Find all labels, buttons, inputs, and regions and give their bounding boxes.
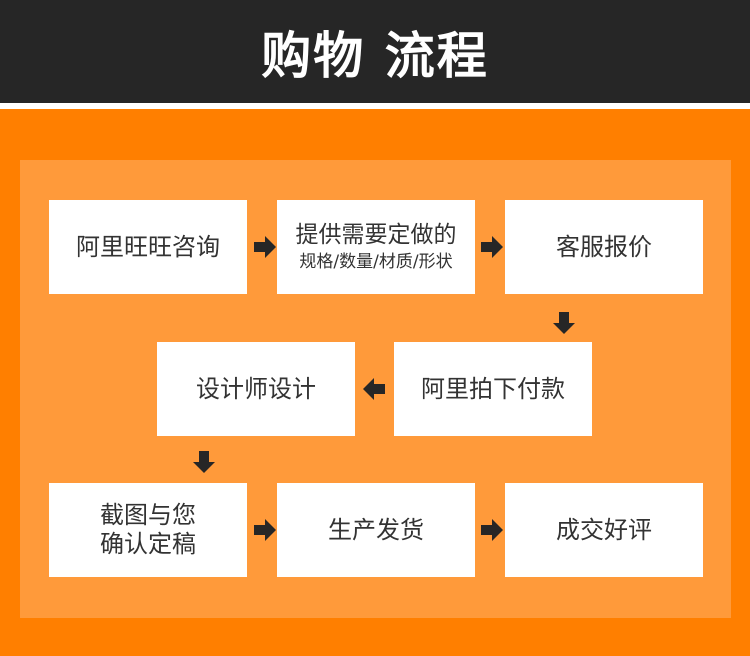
step-label-line2: 确认定稿 <box>100 530 196 558</box>
header-divider <box>0 103 750 109</box>
page-title: 购物 流程 <box>261 26 489 85</box>
page-header: 购物 流程 <box>0 0 750 103</box>
arrow-right-icon <box>254 519 276 541</box>
step-sublabel: 规格/数量/材质/形状 <box>299 251 453 272</box>
arrow-right-icon <box>481 236 503 258</box>
arrow-down-icon <box>193 451 215 473</box>
step-label: 成交好评 <box>556 515 652 544</box>
step-label: 阿里拍下付款 <box>421 374 565 403</box>
step-label: 客服报价 <box>556 232 652 261</box>
step-wangwang-consult: 阿里旺旺咨询 <box>49 200 247 294</box>
step-quote: 客服报价 <box>505 200 703 294</box>
step-designer: 设计师设计 <box>157 342 355 436</box>
step-label: 设计师设计 <box>196 374 316 403</box>
step-production-shipping: 生产发货 <box>277 483 475 577</box>
arrow-right-icon <box>481 519 503 541</box>
step-label: 生产发货 <box>328 515 424 544</box>
arrow-down-icon <box>553 312 575 334</box>
step-provide-specs: 提供需要定做的 规格/数量/材质/形状 <box>277 200 475 294</box>
step-label: 截图与您 <box>100 501 196 530</box>
arrow-right-icon <box>254 236 276 258</box>
step-payment: 阿里拍下付款 <box>394 342 592 436</box>
step-confirm-draft: 截图与您 确认定稿 <box>49 483 247 577</box>
arrow-left-icon <box>363 378 385 400</box>
step-good-review: 成交好评 <box>505 483 703 577</box>
step-label: 提供需要定做的 <box>295 222 457 248</box>
step-label: 阿里旺旺咨询 <box>76 232 220 261</box>
